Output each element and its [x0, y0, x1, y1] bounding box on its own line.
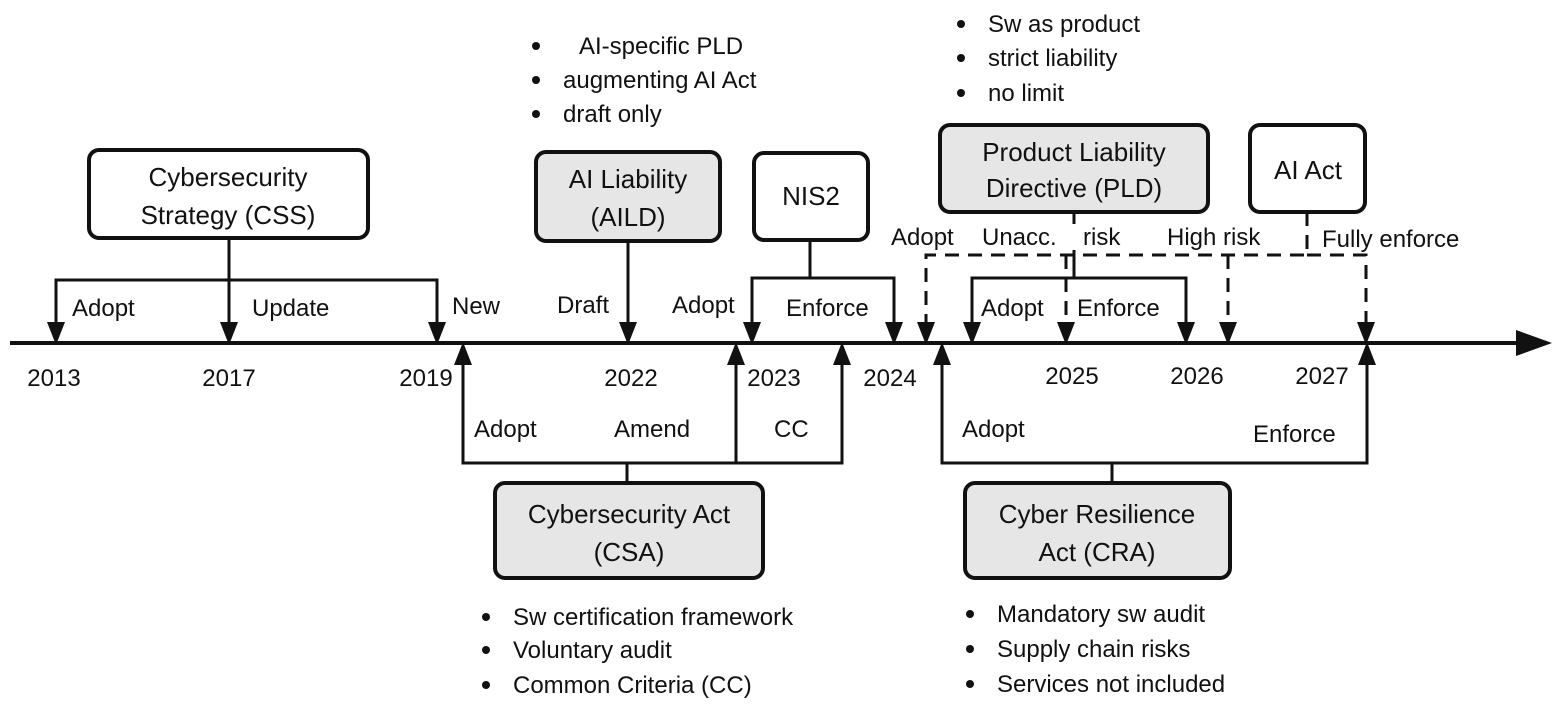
arrow-aiact-adopt [917, 322, 935, 345]
arrow-css-adopt [47, 322, 65, 345]
css-box-line1: Cybersecurity [149, 162, 308, 192]
pld-notes: Sw as product strict liability no limit [957, 11, 1140, 107]
pld-note-3: no limit [988, 80, 1064, 107]
csa-cc-label: CC [774, 416, 809, 443]
arrow-csa-adopt [454, 342, 472, 365]
arrow-pld-enforce [1177, 322, 1195, 345]
aild-note-3: draft only [563, 101, 662, 128]
aiact-high-risk-label: High risk [1167, 224, 1261, 251]
nis2-box-line1: NIS2 [782, 181, 840, 211]
pld-enforce-label: Enforce [1077, 295, 1160, 322]
year-labels: 2013 2017 2019 2022 2023 2024 2025 2026 … [27, 363, 1348, 392]
aiact-box-line1: AI Act [1274, 155, 1343, 185]
cra-box-line2: Act (CRA) [1039, 537, 1156, 567]
css-connectors [47, 238, 446, 345]
nis2-connectors [743, 240, 903, 345]
cra-enforce-label: Enforce [1253, 421, 1336, 448]
css-box: Cybersecurity Strategy (CSS) [87, 148, 370, 240]
csa-notes: Sw certification framework Voluntary aud… [482, 604, 794, 699]
cra-box: Cyber Resilience Act (CRA) [963, 481, 1232, 580]
arrow-cra-enforce [1358, 342, 1376, 365]
cra-note-2: Supply chain risks [997, 636, 1190, 663]
aild-note-1: AI-specific PLD [579, 33, 743, 60]
aild-draft-label: Draft [557, 292, 609, 319]
year-2017: 2017 [202, 365, 255, 392]
pld-adopt-label: Adopt [981, 295, 1044, 322]
aiact-adopt-label: Adopt [891, 224, 954, 251]
aild-box: AI Liability (AILD) [534, 150, 722, 243]
year-2013: 2013 [27, 365, 80, 392]
csa-note-1: Sw certification framework [513, 604, 794, 631]
css-adopt-label: Adopt [72, 295, 135, 322]
year-2019: 2019 [399, 365, 452, 392]
aild-box-line2: (AILD) [590, 202, 665, 232]
css-new-label: New [452, 293, 501, 320]
arrow-aiact-high-risk [1219, 322, 1237, 345]
csa-box-line2: (CSA) [594, 537, 665, 567]
arrow-aild-draft [619, 322, 637, 345]
nis2-box: NIS2 [752, 151, 870, 242]
cra-notes: Mandatory sw audit Supply chain risks Se… [966, 601, 1225, 698]
year-2024: 2024 [863, 365, 916, 392]
cra-note-1: Mandatory sw audit [997, 601, 1205, 628]
pld-box-line1: Product Liability [982, 137, 1166, 167]
css-update-label: Update [252, 295, 329, 322]
csa-adopt-label: Adopt [474, 416, 537, 443]
year-2027: 2027 [1295, 363, 1348, 390]
css-box-line2: Strategy (CSS) [141, 200, 316, 230]
cra-adopt-label: Adopt [962, 416, 1025, 443]
arrow-aiact-unacc [1057, 322, 1075, 345]
aild-connectors [619, 241, 637, 345]
aiact-fully-enforce-label: Fully enforce [1322, 226, 1459, 253]
aild-notes: AI-specific PLD augmenting AI Act draft … [532, 33, 757, 128]
arrow-css-update [220, 322, 238, 345]
year-2026: 2026 [1170, 363, 1223, 390]
year-2025: 2025 [1045, 363, 1098, 390]
nis2-enforce-label: Enforce [786, 295, 869, 322]
arrow-csa-amend [727, 342, 745, 365]
csa-note-2: Voluntary audit [513, 637, 672, 664]
arrow-pld-adopt [963, 322, 981, 345]
aiact-box: AI Act [1248, 123, 1367, 214]
aild-note-2: augmenting AI Act [563, 67, 757, 94]
cra-note-3: Services not included [997, 671, 1225, 698]
csa-box-line1: Cybersecurity Act [528, 499, 731, 529]
risk-label-gap [1053, 224, 1079, 250]
cra-connectors [933, 342, 1376, 483]
aild-box-line1: AI Liability [569, 164, 688, 194]
csa-box: Cybersecurity Act (CSA) [493, 481, 765, 580]
arrow-csa-cc [833, 342, 851, 365]
pld-note-1: Sw as product [988, 11, 1140, 38]
pld-connectors [963, 212, 1195, 345]
csa-amend-label: Amend [614, 416, 690, 443]
pld-box: Product Liability Directive (PLD) [938, 123, 1210, 214]
aiact-unacc-label: Unacc. [982, 224, 1057, 251]
timeline-axis [10, 330, 1552, 356]
arrow-nis2-adopt [743, 322, 761, 345]
aiact-connectors [917, 212, 1375, 345]
nis2-adopt-label: Adopt [672, 292, 735, 319]
arrow-aiact-fully-enforce [1357, 322, 1375, 345]
csa-note-3: Common Criteria (CC) [513, 672, 752, 699]
year-2023: 2023 [747, 365, 800, 392]
aiact-risk-label: risk [1083, 224, 1121, 251]
arrow-css-new [428, 322, 446, 345]
arrow-cra-adopt [933, 342, 951, 365]
pld-note-2: strict liability [988, 45, 1117, 72]
cra-box-line1: Cyber Resilience [999, 499, 1196, 529]
arrow-nis2-enforce [885, 322, 903, 345]
csa-connectors [454, 342, 851, 483]
year-2022: 2022 [604, 365, 657, 392]
pld-box-line2: Directive (PLD) [986, 173, 1162, 203]
